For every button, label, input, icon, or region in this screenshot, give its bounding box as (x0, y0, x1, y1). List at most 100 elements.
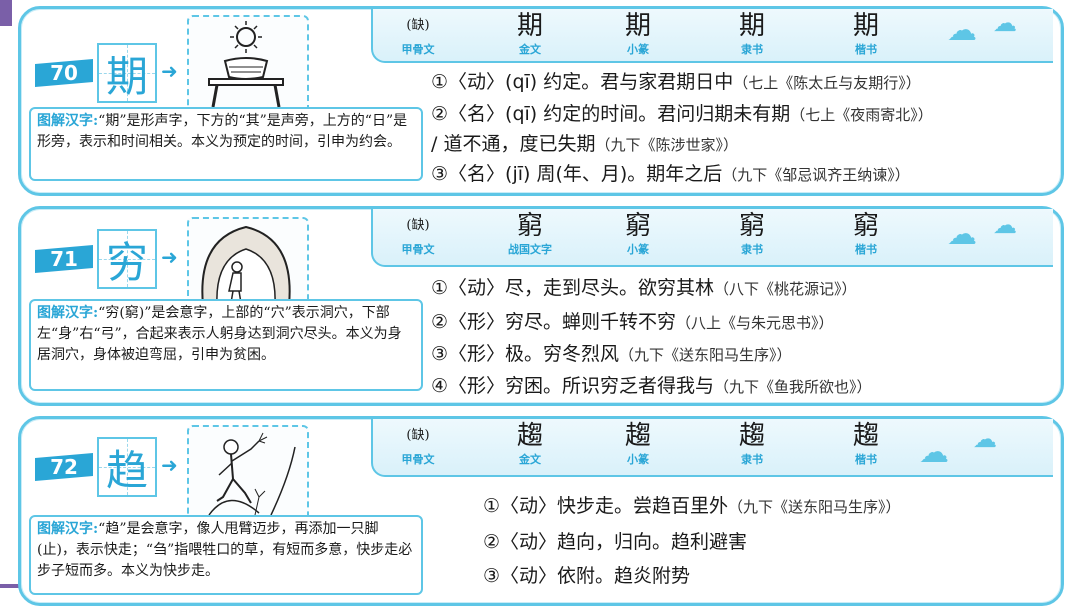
script-label: 楷书 (855, 243, 877, 256)
script-glyph: (缺) (406, 218, 430, 233)
script-glyph: 趨 (624, 421, 651, 451)
definition-line: ③〈动〉依附。趋炎附势 (483, 563, 690, 590)
side-accent-bottom (0, 584, 30, 588)
script-label: 甲骨文 (401, 243, 435, 256)
script-label: 小篆 (627, 43, 649, 56)
definition-line: ①〈动〉快步走。尝趋百里外（九下《送东阳马生序》） (483, 493, 901, 520)
script-glyph: (缺) (406, 428, 430, 443)
arrow-icon: ➜ (161, 59, 178, 83)
script-label: 楷书 (855, 453, 877, 466)
illustration-image (187, 217, 309, 313)
character-box: 趋 (97, 437, 157, 497)
entry-card-70: 70 期 ➜ 图解汉字:“期”是形声字，下方的“其”是声旁，上方的“日”是形旁，… (18, 6, 1064, 196)
cave-person-illustration (201, 225, 291, 306)
character-box: 穷 (97, 229, 157, 289)
definition-source: （七上《陈太丘与友期行》） (733, 74, 921, 92)
definition-line: ②〈动〉趋向，归向。趋利避害 (483, 529, 747, 556)
illustration-image (187, 425, 309, 525)
explanation-text: “趋”是会意字，像人甩臂迈步，再添加一只脚(止)，表示快走；“刍”指喂牲口的草，… (37, 521, 413, 579)
walking-person-illustration (208, 432, 296, 516)
script-item: 趨小篆 (593, 419, 683, 467)
cloud-icon: ☁ (947, 13, 977, 48)
basket-sun-illustration (208, 21, 284, 108)
definition-line: ③〈名〉(jī) 周(年、月)。期年之后（九下《邹忌讽齐王纳谏》） (431, 161, 910, 188)
definition-source: （八上《与朱元思书》） (676, 314, 834, 332)
cloud-icon: ☁ (993, 9, 1017, 37)
script-item: (缺) 甲骨文 (373, 9, 463, 57)
script-item: 期楷书 (821, 9, 911, 57)
definition-text: ①〈动〉(qī) 约定。君与家君期日中 (431, 71, 734, 93)
explanation-label: 图解汉字: (37, 113, 99, 129)
explanation-label: 图解汉字: (37, 305, 99, 321)
explanation-label: 图解汉字: (37, 521, 99, 537)
script-item: 趨楷书 (821, 419, 911, 467)
definition-text: ③〈形〉极。穷冬烈风 (431, 343, 620, 365)
headword-character: 趋 (105, 445, 148, 495)
script-label: 甲骨文 (401, 453, 435, 466)
script-glyph: 窮 (516, 211, 543, 241)
entry-card-72: 72 趋 ➜ 图解汉字:“趋”是会意字，像人甩臂迈步，再添加一只脚(止)，表示快… (18, 416, 1064, 606)
definition-source: （九下《送东阳马生序》） (728, 498, 901, 516)
definition-source: （九下《送东阳马生序》） (619, 346, 792, 364)
script-glyph: 期 (516, 11, 543, 41)
illustration-image (187, 15, 309, 119)
script-evolution-bar: (缺) 甲骨文 期金文 期小篆 期隶书 期楷书 ☁ ☁ (371, 9, 1053, 63)
script-label: 隶书 (741, 453, 763, 466)
definition-source: （八下《桃花源记》） (714, 280, 857, 298)
character-box: 期 (97, 43, 157, 103)
script-label: 战国文字 (508, 243, 552, 256)
script-label: 金文 (519, 43, 541, 56)
arrow-icon: ➜ (161, 245, 178, 269)
script-item: 期小篆 (593, 9, 683, 57)
script-item: (缺) 甲骨文 (373, 419, 463, 467)
entry-number-badge: 72 (35, 453, 93, 481)
definition-text: ②〈名〉(qī) 约定的时间。君问归期未有期 (431, 103, 791, 125)
script-glyph: 期 (624, 11, 651, 41)
script-glyph: 趨 (852, 421, 879, 451)
script-glyph: 窮 (738, 211, 765, 241)
script-glyph: 期 (852, 11, 879, 41)
character-explanation-box: 图解汉字:“期”是形声字，下方的“其”是声旁，上方的“日”是形旁，表示和时间相关… (29, 107, 423, 181)
explanation-text: “穷(窮)”是会意字，上部的“穴”表示洞穴，下部左“身”右“弓”，合起来表示人躬… (37, 305, 402, 363)
definition-text: ④〈形〉穷困。所识穷乏者得我与 (431, 375, 715, 397)
definition-text: ①〈动〉快步走。尝趋百里外 (483, 495, 729, 517)
definition-line: ④〈形〉穷困。所识穷乏者得我与（九下《鱼我所欲也》） (431, 373, 872, 400)
script-glyph: 期 (738, 11, 765, 41)
script-glyph: 窮 (624, 211, 651, 241)
arrow-icon: ➜ (161, 453, 178, 477)
definition-line: ①〈动〉(qī) 约定。君与家君期日中（七上《陈太丘与友期行》） (431, 69, 921, 96)
script-label: 甲骨文 (401, 43, 435, 56)
cloud-icon: ☁ (919, 435, 949, 470)
definition-line: ③〈形〉极。穷冬烈风（九下《送东阳马生序》） (431, 341, 792, 368)
entry-number-badge: 71 (35, 245, 93, 273)
definition-line: ②〈名〉(qī) 约定的时间。君问归期未有期（七上《夜雨寄北》） (431, 101, 933, 128)
definition-text: / 道不通，度已失期 (431, 133, 596, 155)
definition-source: （九下《邹忌讽齐王纳谏》） (722, 166, 910, 184)
definition-line: ②〈形〉穷尽。蝉则千转不穷（八上《与朱元思书》） (431, 309, 834, 336)
script-label: 隶书 (741, 43, 763, 56)
character-explanation-box: 图解汉字:“穷(窮)”是会意字，上部的“穴”表示洞穴，下部左“身”右“弓”，合起… (29, 299, 423, 391)
script-item: 窮隶书 (707, 209, 797, 257)
headword-character: 穷 (105, 237, 148, 287)
script-glyph: 趨 (738, 421, 765, 451)
definition-text: ③〈名〉(jī) 周(年、月)。期年之后 (431, 163, 723, 185)
definition-line: ①〈动〉尽，走到尽头。欲穷其林（八下《桃花源记》） (431, 275, 857, 302)
definition-text: ②〈动〉趋向，归向。趋利避害 (483, 531, 748, 553)
script-glyph: 趨 (516, 421, 543, 451)
script-label: 楷书 (855, 43, 877, 56)
script-item: 期金文 (485, 9, 575, 57)
script-item: 窮战国文字 (485, 209, 575, 257)
script-item: (缺) 甲骨文 (373, 209, 463, 257)
script-item: 期隶书 (707, 9, 797, 57)
definition-text: ③〈动〉依附。趋炎附势 (483, 565, 691, 587)
script-glyph: (缺) (406, 18, 430, 33)
definition-source: （九下《陈涉世家》） (595, 136, 738, 154)
entry-card-71: 71 穷 ➜ 图解汉字:“穷(窮)”是会意字，上部的“穴”表示洞穴，下部左“身”… (18, 206, 1064, 406)
definition-source: （九下《鱼我所欲也》） (714, 378, 872, 396)
script-evolution-bar: (缺)甲骨文 趨金文 趨小篆 趨隶书 趨楷书 ☁ ☁ (371, 419, 1053, 477)
cloud-icon: ☁ (993, 211, 1017, 239)
definition-line: / 道不通，度已失期（九下《陈涉世家》） (431, 131, 738, 158)
character-explanation-box: 图解汉字:“趋”是会意字，像人甩臂迈步，再添加一只脚(止)，表示快走；“刍”指喂… (29, 515, 423, 595)
script-item: 窮楷书 (821, 209, 911, 257)
script-label: 小篆 (627, 453, 649, 466)
